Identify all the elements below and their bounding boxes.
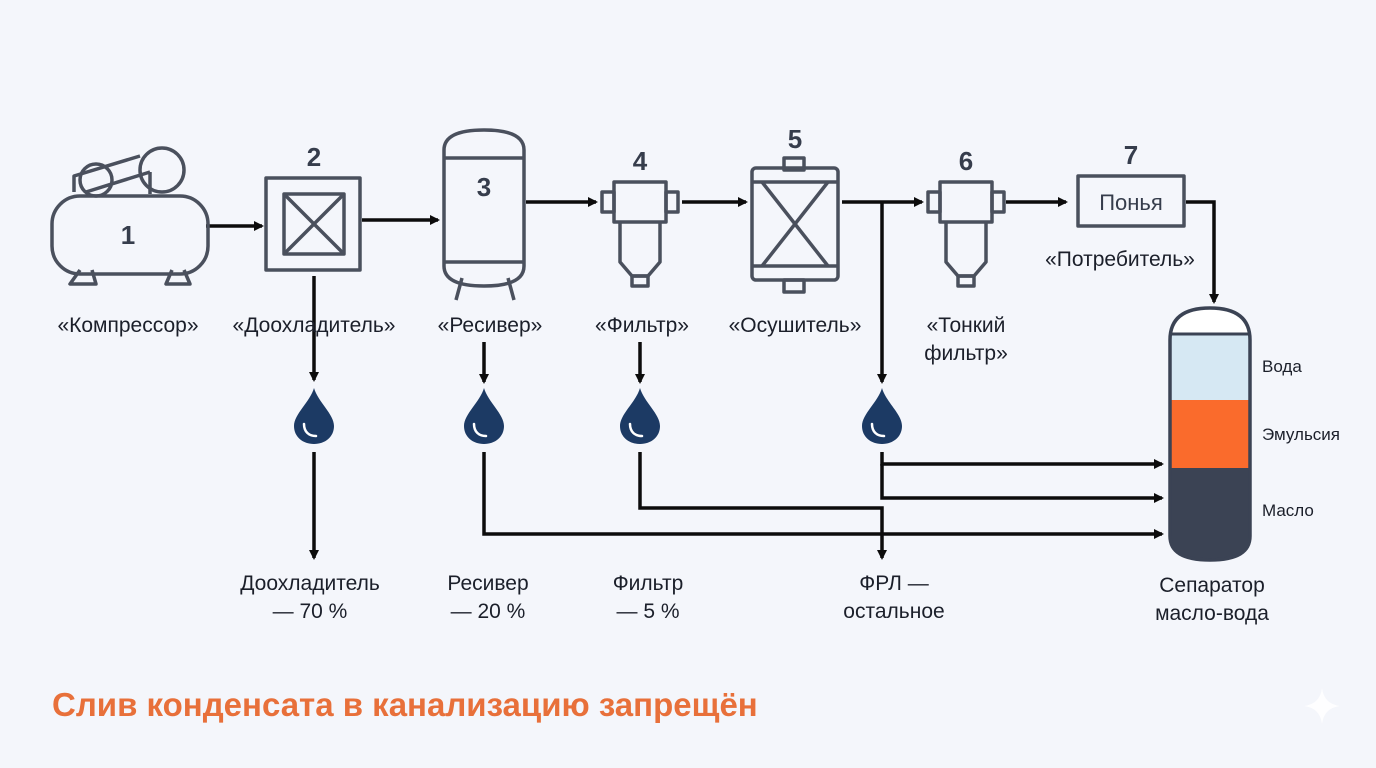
label-receiver: «Ресивер» <box>438 314 543 337</box>
droplet-icon <box>292 386 336 446</box>
equipment-number-2: 2 <box>307 142 321 172</box>
equipment-number-6: 6 <box>959 146 973 176</box>
separator-label-2: масло-вода <box>1155 602 1269 625</box>
separator-oil-layer <box>1170 468 1250 560</box>
drain-frl-1: ФРЛ — <box>859 572 928 595</box>
consumer: Понья 7 <box>1076 140 1186 228</box>
drain-filter-1: Фильтр <box>613 572 684 595</box>
label-fine-filter-2: фильтр» <box>924 342 1008 365</box>
drain-receiver-2: — 20 % <box>451 600 526 623</box>
sparkle-icon <box>1304 688 1340 724</box>
condensate-droplets <box>292 386 904 446</box>
consumer-box-text: Понья <box>1099 190 1163 215</box>
filter: 4 <box>600 146 680 288</box>
label-consumer: «Потребитель» <box>1045 248 1195 271</box>
compressor-tank <box>50 194 210 276</box>
separator-layer-water: Вода <box>1262 357 1302 376</box>
label-fine-filter-1: «Тонкий <box>927 314 1006 337</box>
droplet-icon <box>462 386 506 446</box>
label-compressor: «Компрессор» <box>57 314 198 337</box>
equipment-number-5: 5 <box>788 124 802 154</box>
equipment-number-7: 7 <box>1124 140 1138 170</box>
label-filter: «Фильтр» <box>595 314 689 337</box>
warning-text: Слив конденсата в канализацию запрещён <box>52 686 758 723</box>
separator-layer-oil: Масло <box>1262 501 1314 520</box>
drain-frl-2: остальное <box>843 600 944 623</box>
compressor-belt <box>72 154 141 192</box>
drain-aftercooler-2: — 70 % <box>273 600 348 623</box>
equipment-number-4: 4 <box>633 146 648 176</box>
equipment-number-3: 3 <box>477 172 491 202</box>
dryer: 5 <box>750 124 840 294</box>
label-dryer: «Осушитель» <box>729 314 862 337</box>
aftercooler: 2 <box>264 142 362 272</box>
separator-layer-emulsion: Эмульсия <box>1262 425 1340 444</box>
droplet-icon <box>860 386 904 446</box>
label-aftercooler: «Доохладитель» <box>233 314 396 337</box>
drain-lines <box>309 202 1164 560</box>
equipment-labels: «Компрессор» «Доохладитель» «Ресивер» «Ф… <box>57 248 1194 365</box>
separator-emulsion-layer <box>1170 400 1250 468</box>
receiver: 3 <box>442 128 526 301</box>
compressor-pulley <box>138 146 186 194</box>
equipment-number-1: 1 <box>121 220 135 250</box>
separator-label-1: Сепаратор <box>1159 574 1265 597</box>
compressor: 1 <box>50 146 210 286</box>
droplet-icon <box>618 386 662 446</box>
separator-water-layer <box>1170 334 1250 400</box>
oil-water-separator: Вода Эмульсия Масло Сепаратор масло-вода <box>1155 306 1340 625</box>
fine-filter: 6 <box>926 146 1006 288</box>
drain-aftercooler-1: Доохладитель <box>240 572 380 595</box>
drain-receiver-1: Ресивер <box>447 572 528 595</box>
drain-labels: Доохладитель — 70 % Ресивер — 20 % Фильт… <box>240 572 944 623</box>
drain-filter-2: — 5 % <box>616 600 679 623</box>
